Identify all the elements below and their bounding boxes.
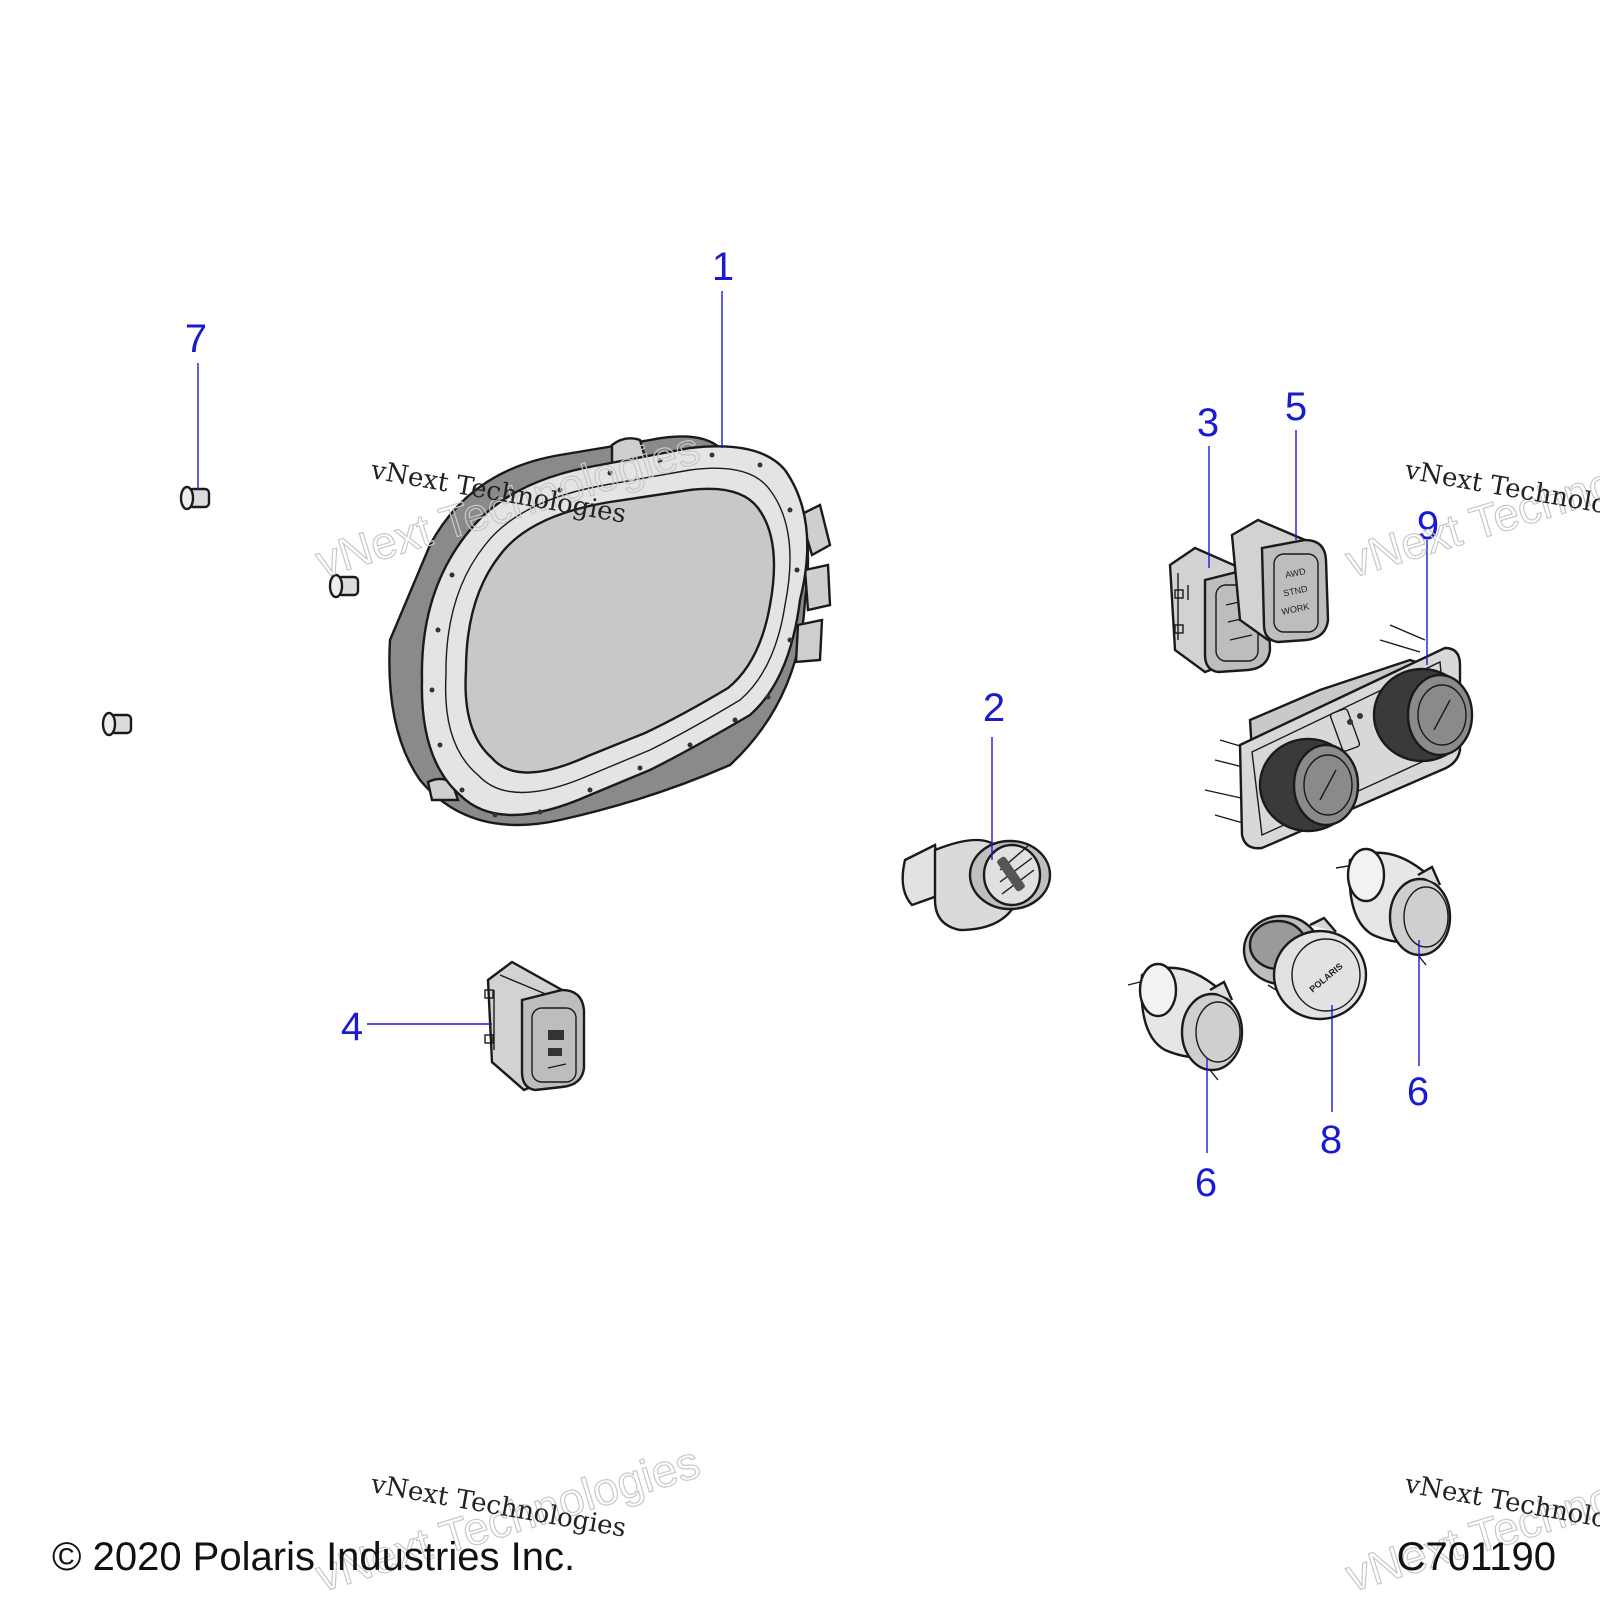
- usb-outlet-part-8: POLARIS: [1242, 914, 1368, 1021]
- rocker-switch-part-5: AWD STND WORK: [1230, 518, 1330, 644]
- instrument-cluster-part-1: [388, 435, 832, 827]
- callout-7: 7: [185, 317, 207, 361]
- power-outlet-part-6-left: [1127, 962, 1244, 1081]
- heater-control-part-9: [1204, 624, 1474, 850]
- rocker-switch-part-4: [484, 960, 586, 1092]
- callout-3: 3: [1197, 401, 1219, 445]
- callout-6-left: 6: [1195, 1161, 1217, 1205]
- callout-8: 8: [1320, 1118, 1342, 1162]
- callout-6-right: 6: [1407, 1070, 1429, 1114]
- ignition-switch-part-2: [901, 838, 1052, 932]
- diagram-id: C701190: [1396, 1535, 1556, 1579]
- leader-lines: [197, 291, 1428, 1153]
- callout-1: 1: [712, 245, 734, 289]
- callout-9: 9: [1417, 504, 1439, 548]
- callout-numbers: 1 2 3 4 5 6 6 7 8 9: [185, 245, 1439, 1205]
- callout-4: 4: [341, 1005, 363, 1049]
- power-outlet-part-6-right: [1335, 847, 1452, 966]
- callout-5: 5: [1285, 385, 1307, 429]
- switch-legend-awd: AWD: [1284, 566, 1307, 580]
- callout-2: 2: [983, 686, 1005, 730]
- copyright-text: © 2020 Polaris Industries Inc.: [52, 1535, 576, 1579]
- screw-part-7: [101, 485, 360, 737]
